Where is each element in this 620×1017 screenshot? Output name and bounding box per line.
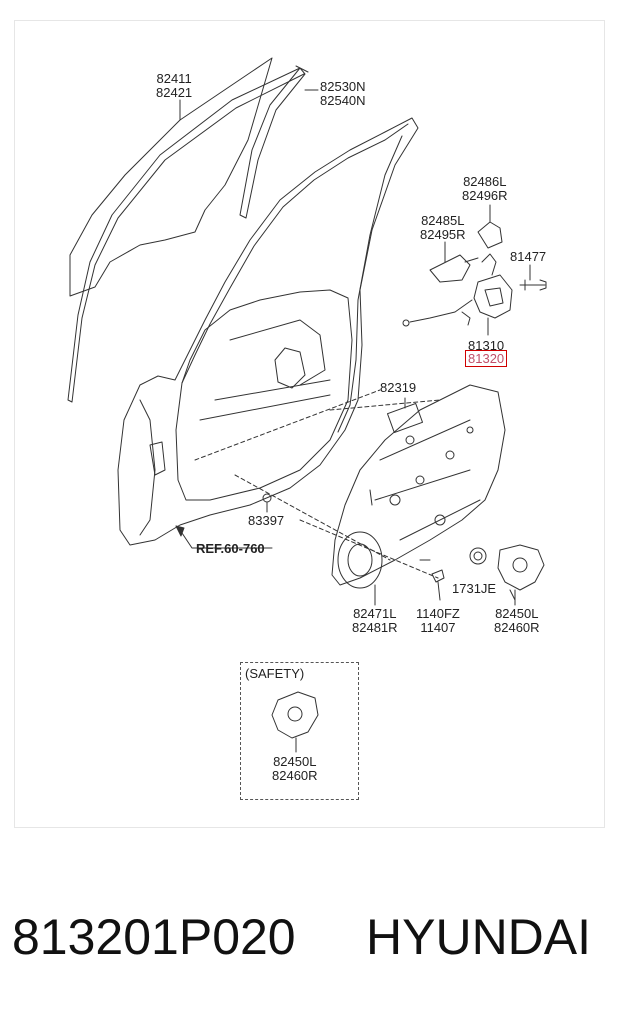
reference-leader — [179, 529, 273, 549]
door-latch — [402, 253, 513, 327]
door-glass — [69, 57, 273, 297]
label-grommet: 1731JE — [452, 581, 497, 596]
pad-82319 — [386, 402, 424, 434]
safety-title: (SAFETY) — [245, 666, 305, 681]
regulator-motor — [497, 544, 545, 601]
glass-run-channel — [67, 65, 309, 403]
door-frame — [117, 117, 419, 546]
footer-brand: HYUNDAI — [366, 909, 592, 965]
bolt-81477 — [519, 279, 547, 291]
screw-1140FZ — [431, 569, 445, 601]
label-plug: 83397 — [248, 513, 285, 528]
handle-bracket-upper — [477, 221, 503, 249]
door-module-panel — [331, 384, 506, 589]
label-leaders — [179, 89, 531, 606]
label-latch-upper: 81310 — [468, 338, 505, 353]
leader-lines — [194, 389, 441, 579]
footer-part-number: 813201P020 — [12, 909, 296, 965]
label-pad: 82319 — [380, 380, 417, 395]
label-bolt: 81477 — [510, 249, 547, 264]
label-reference: REF.60-760 — [196, 541, 265, 556]
diagram-frame — [14, 20, 605, 828]
grommet-1731JE — [469, 547, 487, 565]
safety-regulator-motor — [271, 691, 319, 753]
safety-box — [240, 662, 359, 800]
label-latch-highlighted[interactable]: 81320 — [465, 350, 508, 367]
reference-arrow — [175, 525, 185, 537]
outside-handle-bracket — [429, 254, 479, 283]
